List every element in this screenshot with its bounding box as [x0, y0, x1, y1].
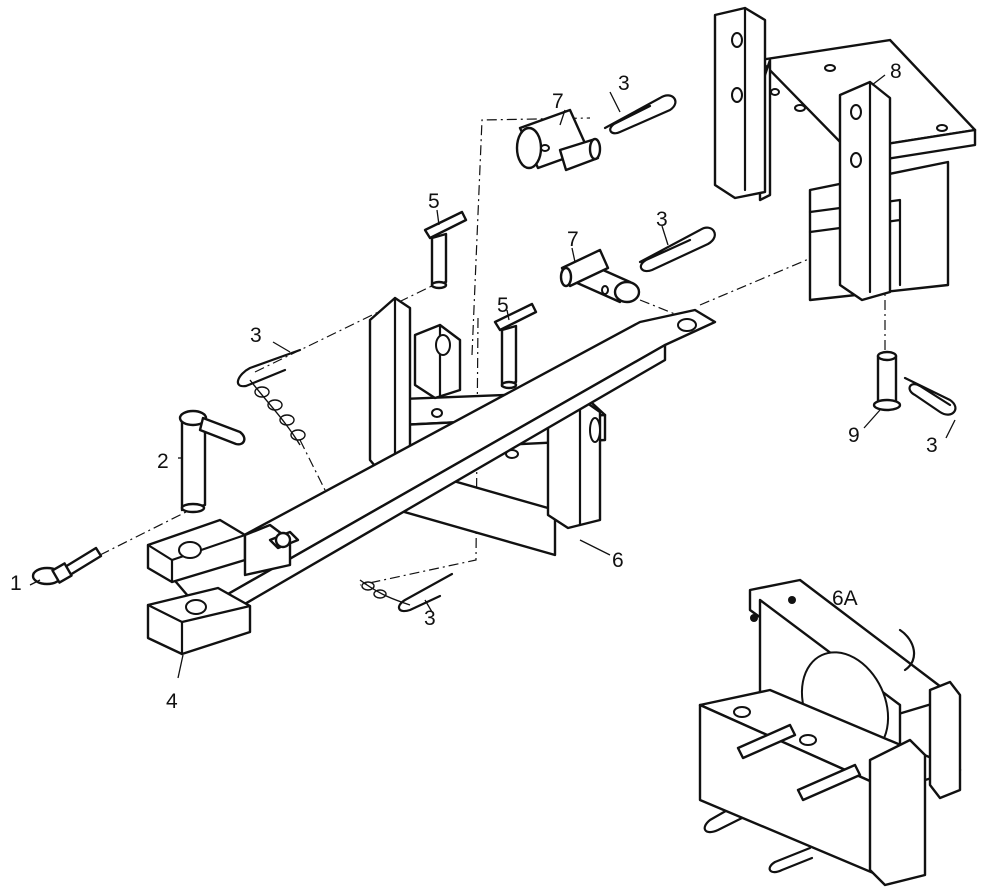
callout-leaders: [29, 74, 956, 679]
callout-5-upper: 5: [428, 190, 440, 213]
callout-9: 9: [848, 424, 860, 447]
callout-8: 8: [890, 60, 902, 83]
callout-4: 4: [166, 690, 178, 713]
part-8-bracket: [713, 6, 977, 302]
part-4-drawbar: [146, 308, 717, 656]
part-3-clips: [236, 94, 957, 874]
callout-7-upper: 7: [552, 90, 564, 113]
part-2-hitch-pin: [178, 409, 246, 514]
callout-3-lower-pin: 3: [656, 208, 668, 231]
part-9-pin: [872, 350, 902, 412]
callout-3-right: 3: [926, 434, 938, 457]
callout-3-bottom-chain: 3: [424, 607, 436, 630]
callout-6: 6: [612, 549, 624, 572]
callout-1: 1: [10, 572, 22, 595]
callout-3-left-chain: 3: [250, 324, 262, 347]
chains: [249, 379, 411, 606]
callout-labels: 1 2 3 3 3 3 3 4 5 5 6 6A 7 7 8 9: [10, 60, 938, 713]
callout-5-lower: 5: [497, 294, 509, 317]
callout-7-lower: 7: [567, 228, 579, 251]
part-5-pins: [423, 210, 538, 390]
callout-2: 2: [157, 450, 169, 473]
part-6A-mount: [698, 578, 962, 887]
part-7-pin-upper: [515, 108, 602, 172]
part-7-pin-lower: [559, 248, 641, 304]
callout-3-upper-pin: 3: [618, 72, 630, 95]
part-1-ring-pin: [31, 546, 103, 586]
callout-6A: 6A: [832, 587, 858, 610]
